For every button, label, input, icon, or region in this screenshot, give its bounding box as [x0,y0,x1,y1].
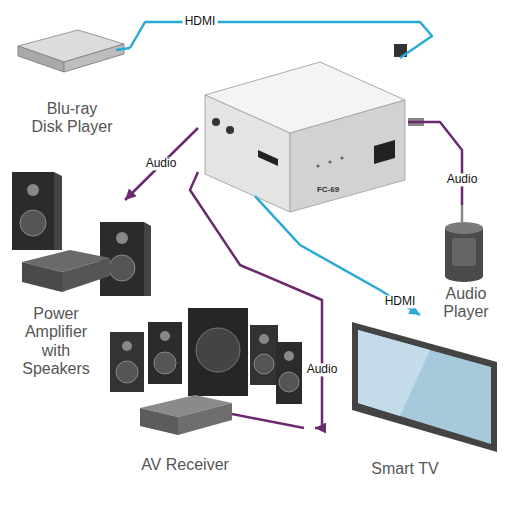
cable-connector [408,122,462,205]
av-receiver [110,308,304,435]
cable-connector [130,22,432,58]
player-grille [452,238,476,266]
amp-front [22,262,62,292]
device-label: Blu-ray Disk Player [30,100,114,137]
woofer [116,361,138,383]
receiver-side [178,403,232,435]
amp-side [62,258,110,292]
woofer [279,372,299,392]
cable-connector [190,172,322,428]
cable-connector [255,196,420,315]
player-top [445,222,483,234]
device-label: AV Receiver [130,456,240,474]
woofer [254,354,274,374]
speaker [250,325,278,385]
speaker-side [144,222,151,296]
picture-area [100,300,315,456]
woofer [109,255,135,281]
device-node: Power Amplifier with Speakers [4,200,154,381]
device-label: Power Amplifier with Speakers [14,305,98,379]
converter-device [205,44,424,212]
player-base [445,270,483,282]
bluray-player [18,30,130,72]
device-front [205,95,290,212]
model-label: FC-69 [308,185,348,194]
tweeter [116,232,128,244]
speaker [12,172,54,250]
cable-connector [125,128,198,200]
cable-stub [232,414,304,428]
device-node: Audio Player [425,205,507,324]
hdmi-port [258,150,278,166]
tweeter [27,184,39,196]
receiver-front [140,408,178,435]
picture-area [10,28,130,100]
tweeter [122,341,132,351]
device-label: Audio Player [436,285,496,322]
speaker-side [54,172,62,250]
device-label: Smart TV [350,460,460,478]
device-node: Blu-ray Disk Player [10,28,130,139]
tv-glare [358,330,430,416]
audio-player [445,205,483,282]
device-node: FC-69 [198,58,408,196]
speaker [148,322,182,384]
power-amplifier [12,172,151,296]
led [316,164,319,167]
cable-label: Audio [445,173,480,186]
picture-area [198,58,408,185]
led [328,160,331,163]
tweeter [284,351,294,361]
audio-jack [212,118,220,126]
tweeter [259,334,269,344]
led [340,156,343,159]
player-front [18,46,64,72]
cable-label: HDMI [183,15,218,28]
tweeter [160,331,170,341]
woofer [154,352,176,374]
player-side [64,44,124,72]
tv-screen [358,330,491,444]
cable-label: Audio [144,157,179,170]
subwoofer [188,308,248,396]
speaker [110,332,144,392]
cable-label: HDMI [383,295,418,308]
audio-jack [226,126,234,134]
cable-stub [116,48,130,50]
cable-label: Audio [305,363,340,376]
device-node: AV Receiver [100,300,315,476]
device-node: Smart TV [340,315,505,480]
speaker [276,342,302,404]
tv-frame [352,322,497,452]
picture-area [340,315,505,460]
picture-area [4,200,154,305]
logo [374,140,395,164]
woofer [20,210,46,236]
smart-tv [352,322,497,452]
player-body [445,228,483,276]
device-side [290,100,405,212]
cable-stub [461,205,464,222]
picture-area [425,205,507,285]
woofer [196,328,240,372]
